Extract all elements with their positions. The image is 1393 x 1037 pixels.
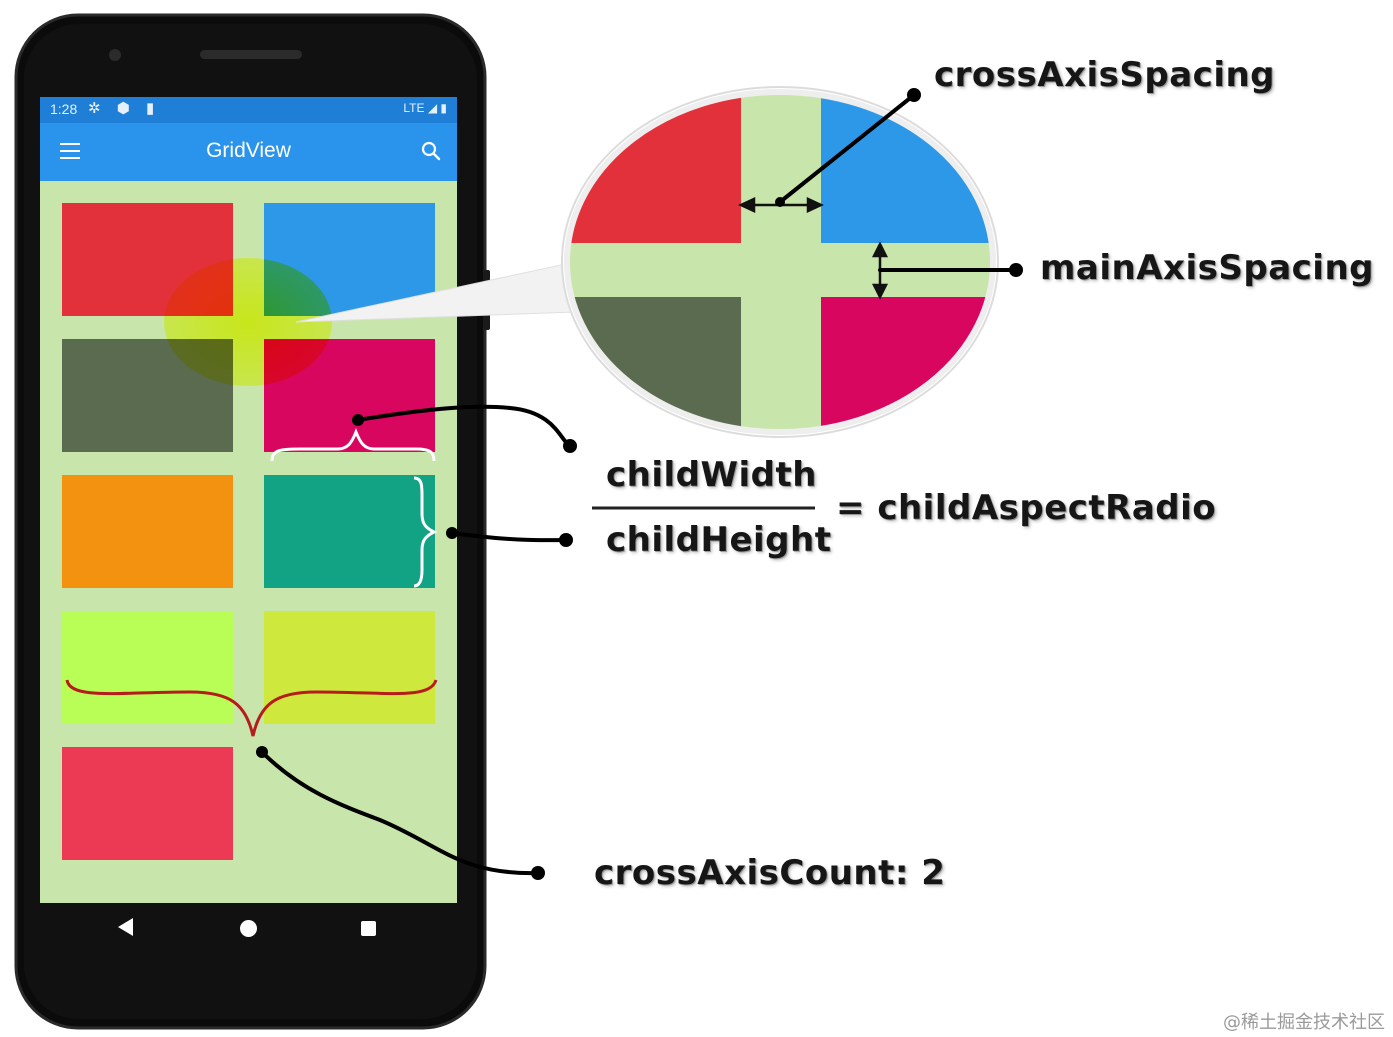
grid-tile xyxy=(264,475,435,588)
grid-tile xyxy=(62,475,233,588)
leader-cross-spacing xyxy=(778,93,916,204)
label-cross-axis-count: crossAxisCount: 2 xyxy=(594,853,946,893)
home-icon[interactable] xyxy=(240,920,257,937)
front-camera xyxy=(109,49,121,61)
main-spacing-arrow xyxy=(871,241,889,300)
status-time: 1:28 xyxy=(50,101,78,117)
status-icons: ✲ ⬢ ▮ xyxy=(88,100,161,117)
mag-bg xyxy=(567,92,993,432)
watermark: @稀土掘金技术社区 xyxy=(1223,1012,1385,1033)
label-main-axis-spacing: mainAxisSpacing xyxy=(1040,248,1374,288)
mag-tile-blue xyxy=(821,92,993,243)
app-bar: GridView xyxy=(40,123,457,181)
grid-tile xyxy=(264,611,435,724)
leader-lines xyxy=(260,93,1018,876)
label-aspect-ratio: = childAspectRadio xyxy=(836,488,1217,528)
leader-child-height xyxy=(450,531,568,543)
leader-dots xyxy=(256,88,1023,880)
label-cross-axis-spacing: crossAxisSpacing xyxy=(934,55,1276,95)
leader-cross-count xyxy=(260,750,540,876)
grid-tile xyxy=(62,747,233,860)
width-brace xyxy=(270,427,436,462)
label-child-height: childHeight xyxy=(606,520,832,560)
grid-tile xyxy=(62,611,233,724)
mag-tile-red xyxy=(567,92,741,243)
hamburger-menu-icon[interactable] xyxy=(60,143,80,159)
status-network: LTE ◢ ▮ xyxy=(403,101,447,115)
label-child-width: childWidth xyxy=(606,455,817,495)
height-brace xyxy=(413,476,438,588)
status-bar: 1:28 ✲ ⬢ ▮ LTE ◢ ▮ xyxy=(40,97,457,123)
leader-child-width xyxy=(356,404,572,448)
magnifier-rim xyxy=(564,89,996,435)
recent-apps-icon[interactable] xyxy=(361,921,376,936)
cross-count-brace xyxy=(65,679,438,737)
app-title: GridView xyxy=(206,139,291,162)
search-icon[interactable] xyxy=(421,141,441,161)
mag-tile-magenta xyxy=(821,297,993,432)
mag-tile-olive xyxy=(567,297,741,432)
grid-tiles xyxy=(62,203,435,860)
back-icon[interactable] xyxy=(118,918,133,936)
speaker-grille xyxy=(200,50,302,59)
zoom-lens xyxy=(164,258,332,386)
